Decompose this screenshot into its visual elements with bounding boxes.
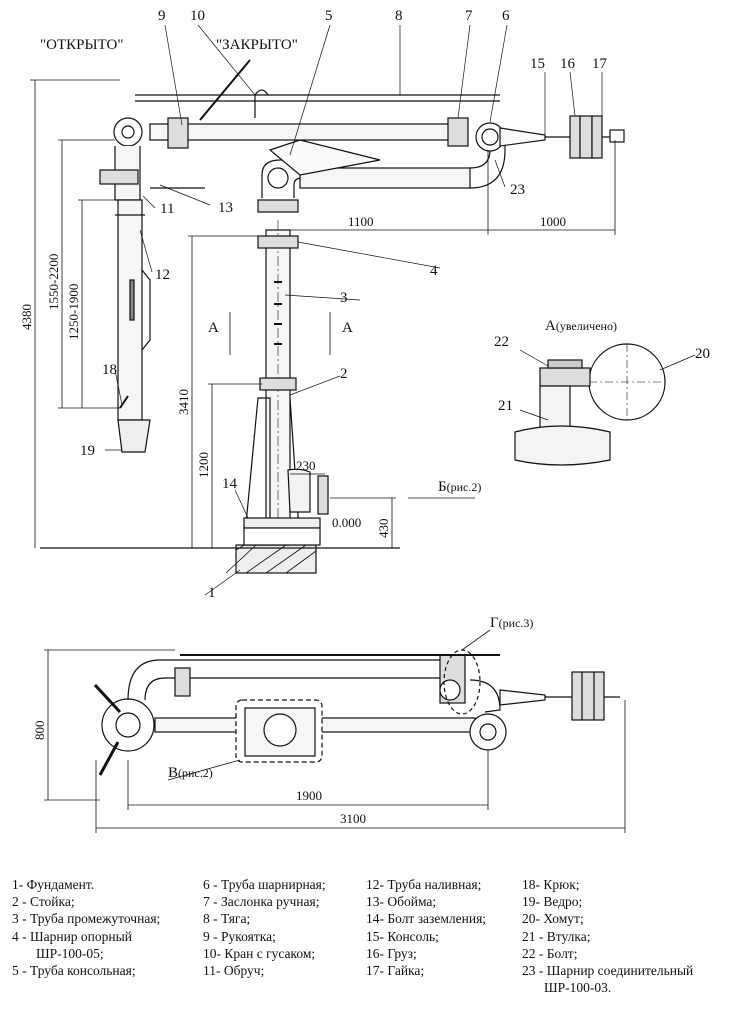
legend-item: ШР-100-05;	[36, 945, 104, 961]
leader-lines	[105, 24, 603, 596]
legend-column-3: 12- Труба наливная; 13- Обойма; 14- Болт…	[366, 876, 486, 979]
callout-23: 23	[510, 182, 525, 198]
callout-4: 4	[430, 263, 438, 279]
outlet-pipe	[287, 468, 329, 515]
callout-21: 21	[498, 398, 513, 414]
dim-4380: 4380	[19, 304, 34, 330]
dimension-lines	[30, 79, 616, 548]
callout-14: 14	[222, 476, 238, 492]
callout-10: 10	[190, 8, 205, 24]
legend-item: 17- Гайка;	[366, 963, 425, 979]
legend-item: 7 - Заслонка ручная;	[203, 894, 320, 910]
legend-item: 23 - Шарнир соединительный	[522, 963, 694, 979]
dim-1900: 1900	[296, 788, 322, 803]
hinged-pipe	[135, 59, 625, 159]
legend-item: 9 - Рукоятка;	[203, 928, 276, 944]
dim-1550-2200: 1550-2200	[46, 254, 61, 310]
label-zero: 0.000	[332, 515, 361, 530]
legend-column-2: 6 - Труба шарнирная; 7 - Заслонка ручная…	[203, 876, 326, 979]
dim-1100: 1100	[348, 214, 374, 229]
view-a-label: А(увеличено)	[545, 318, 617, 334]
callout-17: 17	[592, 56, 608, 72]
callout-11: 11	[160, 201, 174, 217]
callout-8: 8	[395, 8, 403, 24]
drawing-text: "ОТКРЫТО" "ЗАКРЫТО" 9 10 5 8 7 6 15 16 1…	[19, 8, 710, 826]
callout-18: 18	[102, 362, 117, 378]
callout-9: 9	[158, 8, 166, 24]
legend-item: 18- Крюк;	[522, 877, 580, 892]
callout-6: 6	[502, 8, 510, 24]
section-mark-a-left: А	[208, 320, 219, 336]
callout-5: 5	[325, 8, 333, 24]
technical-drawing: "ОТКРЫТО" "ЗАКРЫТО" 9 10 5 8 7 6 15 16 1…	[19, 8, 710, 833]
callout-19: 19	[80, 443, 95, 459]
legend-item: 6 - Труба шарнирная;	[203, 877, 326, 892]
legend: 1- Фундамент. 2 - Стойка; 3 - Труба пром…	[0, 876, 755, 1024]
legend-item: 20- Хомут;	[522, 911, 584, 927]
legend-item: 5 - Труба консольная;	[12, 963, 136, 979]
dim-3100: 3100	[340, 811, 366, 826]
legend-item: 2 - Стойка;	[12, 894, 75, 910]
legend-item: 8 - Тяга;	[203, 911, 251, 927]
callout-22: 22	[494, 334, 509, 350]
legend-column-4: 18- Крюк; 19- Ведро; 20- Хомут; 21 - Вту…	[522, 876, 693, 996]
callout-16: 16	[560, 56, 576, 72]
callout-7: 7	[465, 8, 473, 24]
dim-230: 230	[296, 458, 316, 473]
dim-3410: 3410	[176, 389, 191, 415]
legend-item: 4 - Шарнир опорный	[12, 928, 132, 944]
callout-2: 2	[340, 366, 348, 382]
legend-item: 12- Труба наливная;	[366, 877, 482, 892]
legend-item: 21 - Втулка;	[522, 928, 591, 944]
label-open: "ОТКРЫТО"	[40, 37, 123, 53]
view-v-label: В(рис.2)	[168, 765, 213, 781]
section-mark-a-right: А	[342, 320, 353, 336]
legend-item: 22 - Болт;	[522, 945, 578, 961]
dim-800: 800	[32, 721, 47, 741]
legend-item: 1- Фундамент.	[12, 877, 95, 892]
callout-20: 20	[695, 346, 710, 362]
callout-3: 3	[340, 290, 348, 306]
foundation	[40, 543, 400, 574]
legend-item: ШР-100-03.	[544, 980, 612, 996]
callout-13: 13	[218, 200, 233, 216]
column-stand	[243, 199, 321, 546]
dim-1000: 1000	[540, 214, 566, 229]
legend-item: 3 - Труба промежуточная;	[12, 911, 161, 927]
legend-item: 10- Кран с гусаком;	[203, 945, 316, 961]
dim-1250-1900: 1250-1900	[66, 284, 81, 340]
legend-item: 13- Обойма;	[366, 894, 437, 910]
legend-item: 15- Консоль;	[366, 928, 439, 944]
dim-1200: 1200	[196, 452, 211, 478]
legend-item: 11- Обруч;	[203, 963, 265, 979]
legend-column-1: 1- Фундамент. 2 - Стойка; 3 - Труба пром…	[12, 876, 160, 979]
legend-item: 14- Болт заземления;	[366, 911, 487, 927]
label-closed: "ЗАКРЫТО"	[216, 37, 298, 53]
filling-pipe	[99, 117, 205, 453]
callout-1: 1	[208, 585, 216, 601]
view-g-label: Г(рис.3)	[490, 615, 533, 631]
legend-item: 16- Груз;	[366, 945, 417, 961]
callout-12: 12	[155, 267, 170, 283]
callout-15: 15	[530, 56, 545, 72]
dim-430: 430	[376, 519, 391, 539]
plan-view	[44, 629, 626, 833]
legend-item: 19- Ведро;	[522, 894, 583, 910]
console-pipe	[261, 139, 506, 198]
view-b-label: Б(рис.2)	[438, 479, 481, 495]
view-a-detail	[514, 343, 696, 466]
